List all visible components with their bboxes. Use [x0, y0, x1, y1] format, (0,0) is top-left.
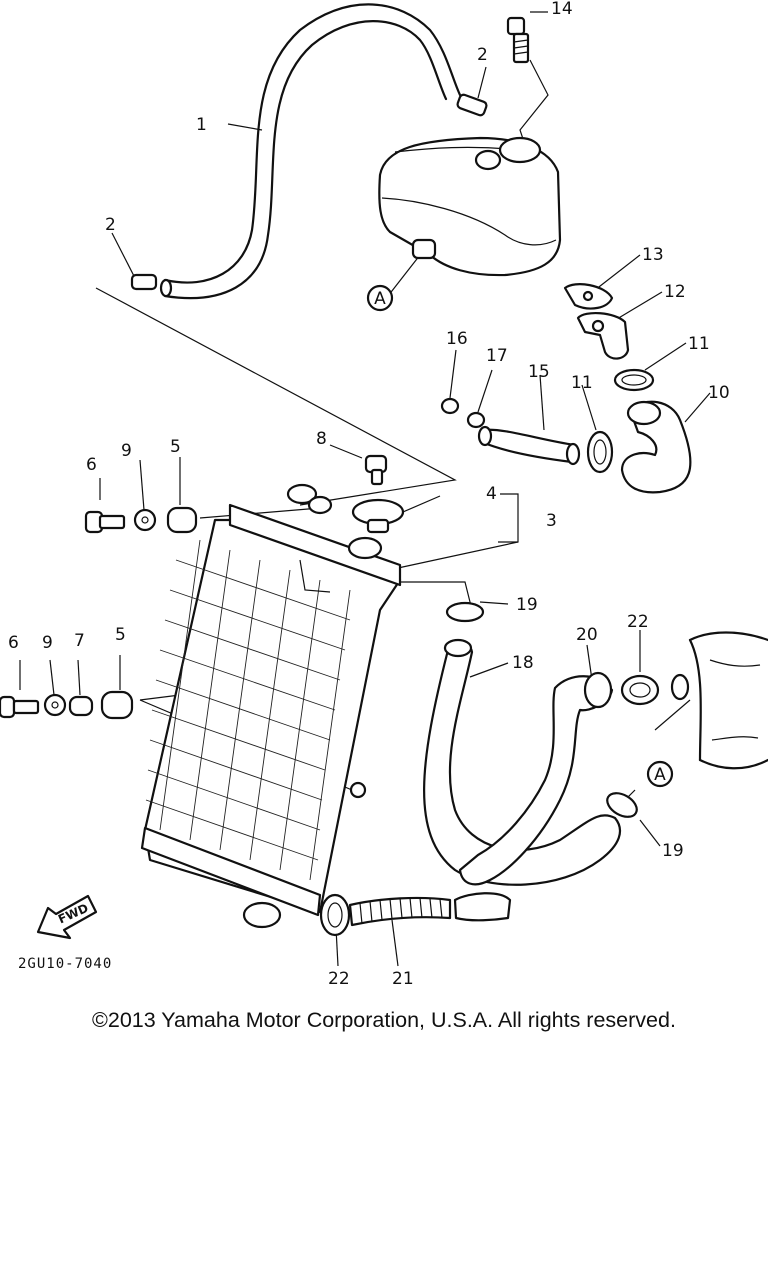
part-label-6: 6 — [86, 455, 97, 475]
fwd-arrow: FWD — [36, 894, 98, 940]
hose-clamp-19a — [445, 601, 485, 623]
part-label-8: 8 — [316, 429, 327, 449]
bolt-8 — [364, 454, 388, 486]
part-label-7: 7 — [74, 631, 85, 651]
part-label-19: 19 — [662, 841, 684, 861]
part-label-9: 9 — [121, 441, 132, 461]
hose-clip-upper — [456, 93, 488, 117]
upper-mount-hardware — [84, 506, 198, 534]
part-label-19: 19 — [516, 595, 538, 615]
reservoir-tank — [378, 136, 562, 277]
ref-marker-a-1: A — [366, 284, 394, 312]
part-label-13: 13 — [642, 245, 664, 265]
radiator — [140, 483, 402, 929]
part-label-22: 22 — [627, 612, 649, 632]
part-label-22: 22 — [328, 969, 350, 989]
gasket-13 — [563, 283, 614, 310]
hose-clamp-19b — [606, 792, 638, 818]
o-ring-17 — [466, 411, 486, 429]
fitting-12 — [576, 312, 630, 360]
hose-20 — [458, 671, 614, 886]
hose-clamp-11a — [613, 368, 655, 392]
part-label-2: 2 — [105, 215, 116, 235]
part-label-16: 16 — [446, 329, 468, 349]
hose-clamp-11b — [586, 430, 614, 474]
bolt-14 — [506, 16, 530, 64]
ref-marker-a-2: A — [646, 760, 674, 788]
engine-outlet — [670, 631, 768, 770]
part-label-1: 1 — [196, 115, 207, 135]
part-label-5: 5 — [115, 625, 126, 645]
hose-15 — [477, 425, 581, 466]
o-ring-16 — [440, 397, 460, 415]
part-label-17: 17 — [486, 346, 508, 366]
part-label-2: 2 — [477, 45, 488, 65]
drawing-code: 2GU10-7040 — [18, 956, 112, 972]
part-label-11: 11 — [688, 334, 710, 354]
svg-text:A: A — [374, 289, 386, 309]
hose-clamp-22b — [620, 674, 660, 706]
svg-text:A: A — [654, 765, 666, 785]
part-label-10: 10 — [708, 383, 730, 403]
part-label-4: 4 — [486, 484, 497, 504]
overflow-hose — [159, 3, 462, 300]
part-label-14: 14 — [551, 0, 573, 19]
part-label-3: 3 — [546, 511, 557, 531]
part-labels: 1 2 2 14 13 12 11 11 10 15 16 17 8 6 9 5… — [8, 0, 730, 989]
hose-clip-lower — [130, 273, 158, 291]
part-label-11: 11 — [571, 373, 593, 393]
part-label-18: 18 — [512, 653, 534, 673]
part-label-21: 21 — [392, 969, 414, 989]
hose-18 — [423, 638, 622, 886]
part-label-15: 15 — [528, 362, 550, 382]
part-label-9: 9 — [42, 633, 53, 653]
lower-mount-hardware — [0, 690, 134, 720]
hose-21 — [348, 892, 512, 927]
hose-clamp-22a — [319, 893, 351, 937]
part-label-6: 6 — [8, 633, 19, 653]
part-label-5: 5 — [170, 437, 181, 457]
radiator-parts-diagram: A A FWD 2GU10-7040 1 2 2 14 13 12 11 11 … — [0, 0, 768, 989]
part-label-12: 12 — [664, 282, 686, 302]
hose-10 — [620, 400, 692, 494]
radiator-cap — [351, 498, 405, 534]
copyright-notice: ©2013 Yamaha Motor Corporation, U.S.A. A… — [92, 1008, 676, 1032]
part-label-20: 20 — [576, 625, 598, 645]
